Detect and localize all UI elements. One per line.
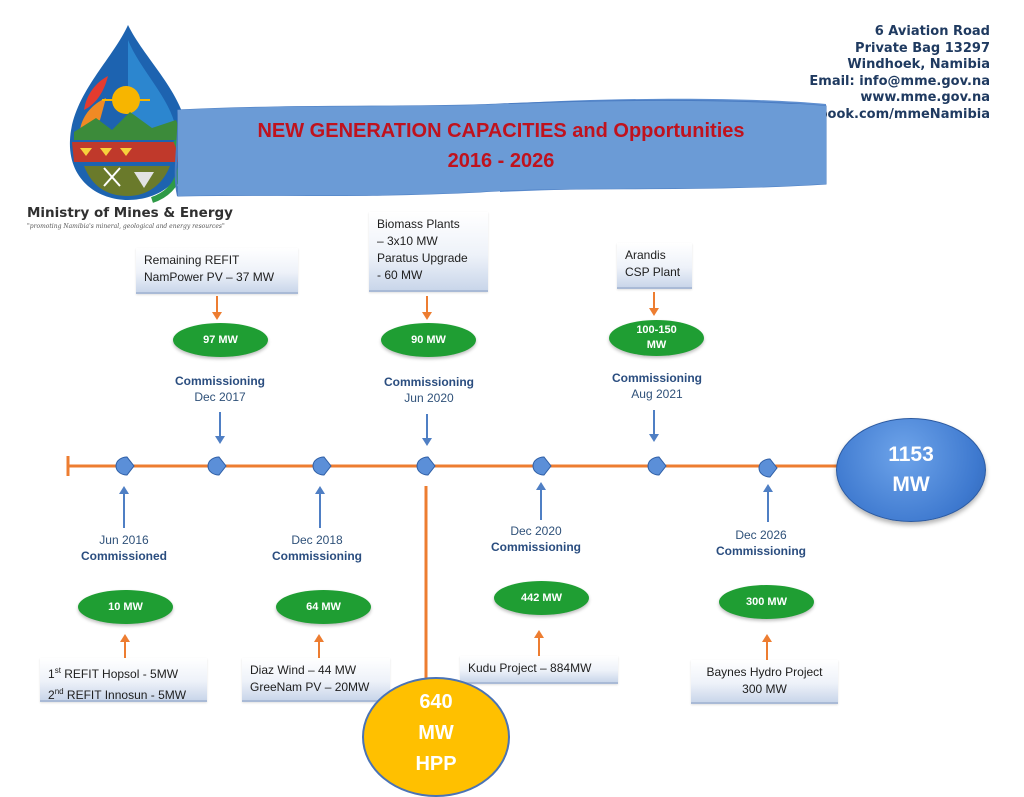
contact-address: 6 Aviation Road <box>874 24 990 39</box>
milestone-jun-2020: Commissioning Jun 2020 <box>369 374 489 406</box>
project-line: Diaz Wind – 44 MW <box>250 663 357 677</box>
project-line: NamPower PV – 37 MW <box>144 270 275 284</box>
banner-overlay <box>178 104 826 196</box>
milestone-date: Jun 2020 <box>404 391 454 405</box>
total-capacity-circle: 1153 MW <box>836 418 986 522</box>
contact-po-box: Private Bag 13297 <box>855 40 990 56</box>
marker-dec-2018 <box>312 456 332 476</box>
project-box-diaz-greenam: Diaz Wind – 44 MW GreeNam PV – 20MW <box>242 658 390 702</box>
project-box-baynes: Baynes Hydro Project 300 MW <box>691 660 838 704</box>
marker-jun-2016 <box>115 456 135 476</box>
contact-facebook[interactable]: facebook.com/mmeNamibia <box>787 106 990 122</box>
capacity-pill-442mw: 442 MW <box>494 581 589 615</box>
capacity-pill-10mw: 10 MW <box>78 590 173 624</box>
project-line: Baynes Hydro Project <box>706 665 823 679</box>
capacity-line: MW <box>646 339 667 351</box>
marker-jun-2020 <box>416 456 436 476</box>
marker-dec-2026 <box>758 458 778 478</box>
connector-arrows <box>119 292 773 660</box>
contact-email[interactable]: Email: info@mme.gov.na <box>809 73 990 89</box>
timeline-markers <box>115 456 778 478</box>
capacity-pill-300mw: 300 MW <box>719 585 814 619</box>
milestone-date: Jun 2016 <box>99 533 149 547</box>
ministry-logo <box>69 25 189 203</box>
capacity-line: 100-150 <box>636 324 677 336</box>
contact-city: Windhoek, Namibia <box>847 57 990 72</box>
project-line: Remaining REFIT <box>144 253 240 267</box>
capacity-pill-64mw: 64 MW <box>276 590 371 624</box>
ministry-name: Ministry of Mines & Energy <box>27 205 233 221</box>
page-title: NEW GENERATION CAPACITIES and Opportunit… <box>180 116 822 176</box>
project-line: Arandis <box>625 248 666 262</box>
milestone-status: Commissioning <box>271 549 362 563</box>
milestone-date: Dec 2020 <box>510 524 562 538</box>
project-box-refit-pv: Remaining REFIT NamPower PV – 37 MW <box>136 248 298 294</box>
project-line: CSP Plant <box>625 265 681 279</box>
milestone-dec-2017: Commissioning Dec 2017 <box>160 373 280 405</box>
project-box-refit-solar: 1st REFIT Hopsol - 5MW 2nd REFIT Innosun… <box>40 658 207 702</box>
project-box-biomass: Biomass Plants – 3x10 MW Paratus Upgrade… <box>369 212 488 292</box>
milestone-dec-2020: Dec 2020 Commissioning <box>476 523 596 555</box>
title-line-2: 2016 - 2026 <box>447 150 555 172</box>
milestone-dec-2018: Dec 2018 Commissioning <box>257 532 377 564</box>
milestone-status: Commissioned <box>80 549 167 563</box>
milestone-dec-2026: Dec 2026 Commissioning <box>701 527 821 559</box>
milestone-status: Commissioning <box>174 374 265 388</box>
capacity-pill-90mw: 90 MW <box>381 323 476 357</box>
project-line: – 3x10 MW <box>377 234 438 248</box>
project-line: Biomass Plants <box>377 217 460 231</box>
hpp-label: HPP <box>415 753 457 775</box>
hpp-value: 640 <box>419 691 453 713</box>
project-line: 1st REFIT Hopsol - 5MW <box>48 666 179 681</box>
project-line: - 60 MW <box>377 268 423 282</box>
contact-info: 6 Aviation Road Private Bag 13297 Windho… <box>787 24 990 123</box>
project-line: GreeNam PV – 20MW <box>250 680 370 694</box>
project-line: Paratus Upgrade <box>377 251 468 265</box>
ministry-slogan: "promoting Namibia's mineral, geological… <box>27 223 225 230</box>
milestone-status: Commissioning <box>383 375 474 389</box>
capacity-pill-97mw: 97 MW <box>173 323 268 357</box>
project-line: 2nd REFIT Innosun - 5MW <box>48 687 187 702</box>
milestone-aug-2021: Commissioning Aug 2021 <box>597 370 717 402</box>
capacity-pill-100-150mw: 100-150 MW <box>609 320 704 356</box>
milestone-status: Commissioning <box>490 540 581 554</box>
project-line: 300 MW <box>742 682 787 696</box>
hpp-unit: MW <box>418 722 454 744</box>
milestone-status: Commissioning <box>611 371 702 385</box>
milestone-date: Aug 2021 <box>631 387 683 401</box>
ministry-block: Ministry of Mines & Energy "promoting Na… <box>27 205 247 230</box>
total-unit: MW <box>892 473 930 496</box>
marker-aug-2021 <box>647 456 667 476</box>
milestone-status: Commissioning <box>715 544 806 558</box>
project-line: Kudu Project – 884MW <box>468 661 592 675</box>
milestone-jun-2016: Jun 2016 Commissioned <box>64 532 184 564</box>
project-box-kudu: Kudu Project – 884MW <box>460 656 618 684</box>
contact-website[interactable]: www.mme.gov.na <box>860 90 990 105</box>
hpp-capacity-circle: 640 MW HPP <box>362 677 510 797</box>
milestone-date: Dec 2017 <box>194 390 246 404</box>
total-value: 1153 <box>888 443 934 466</box>
milestone-date: Dec 2018 <box>291 533 343 547</box>
milestone-date: Dec 2026 <box>735 528 787 542</box>
project-box-arandis: Arandis CSP Plant <box>617 243 692 289</box>
marker-dec-2017 <box>207 456 227 476</box>
marker-dec-2020 <box>532 456 552 476</box>
title-line-1: NEW GENERATION CAPACITIES and Opportunit… <box>257 120 745 142</box>
